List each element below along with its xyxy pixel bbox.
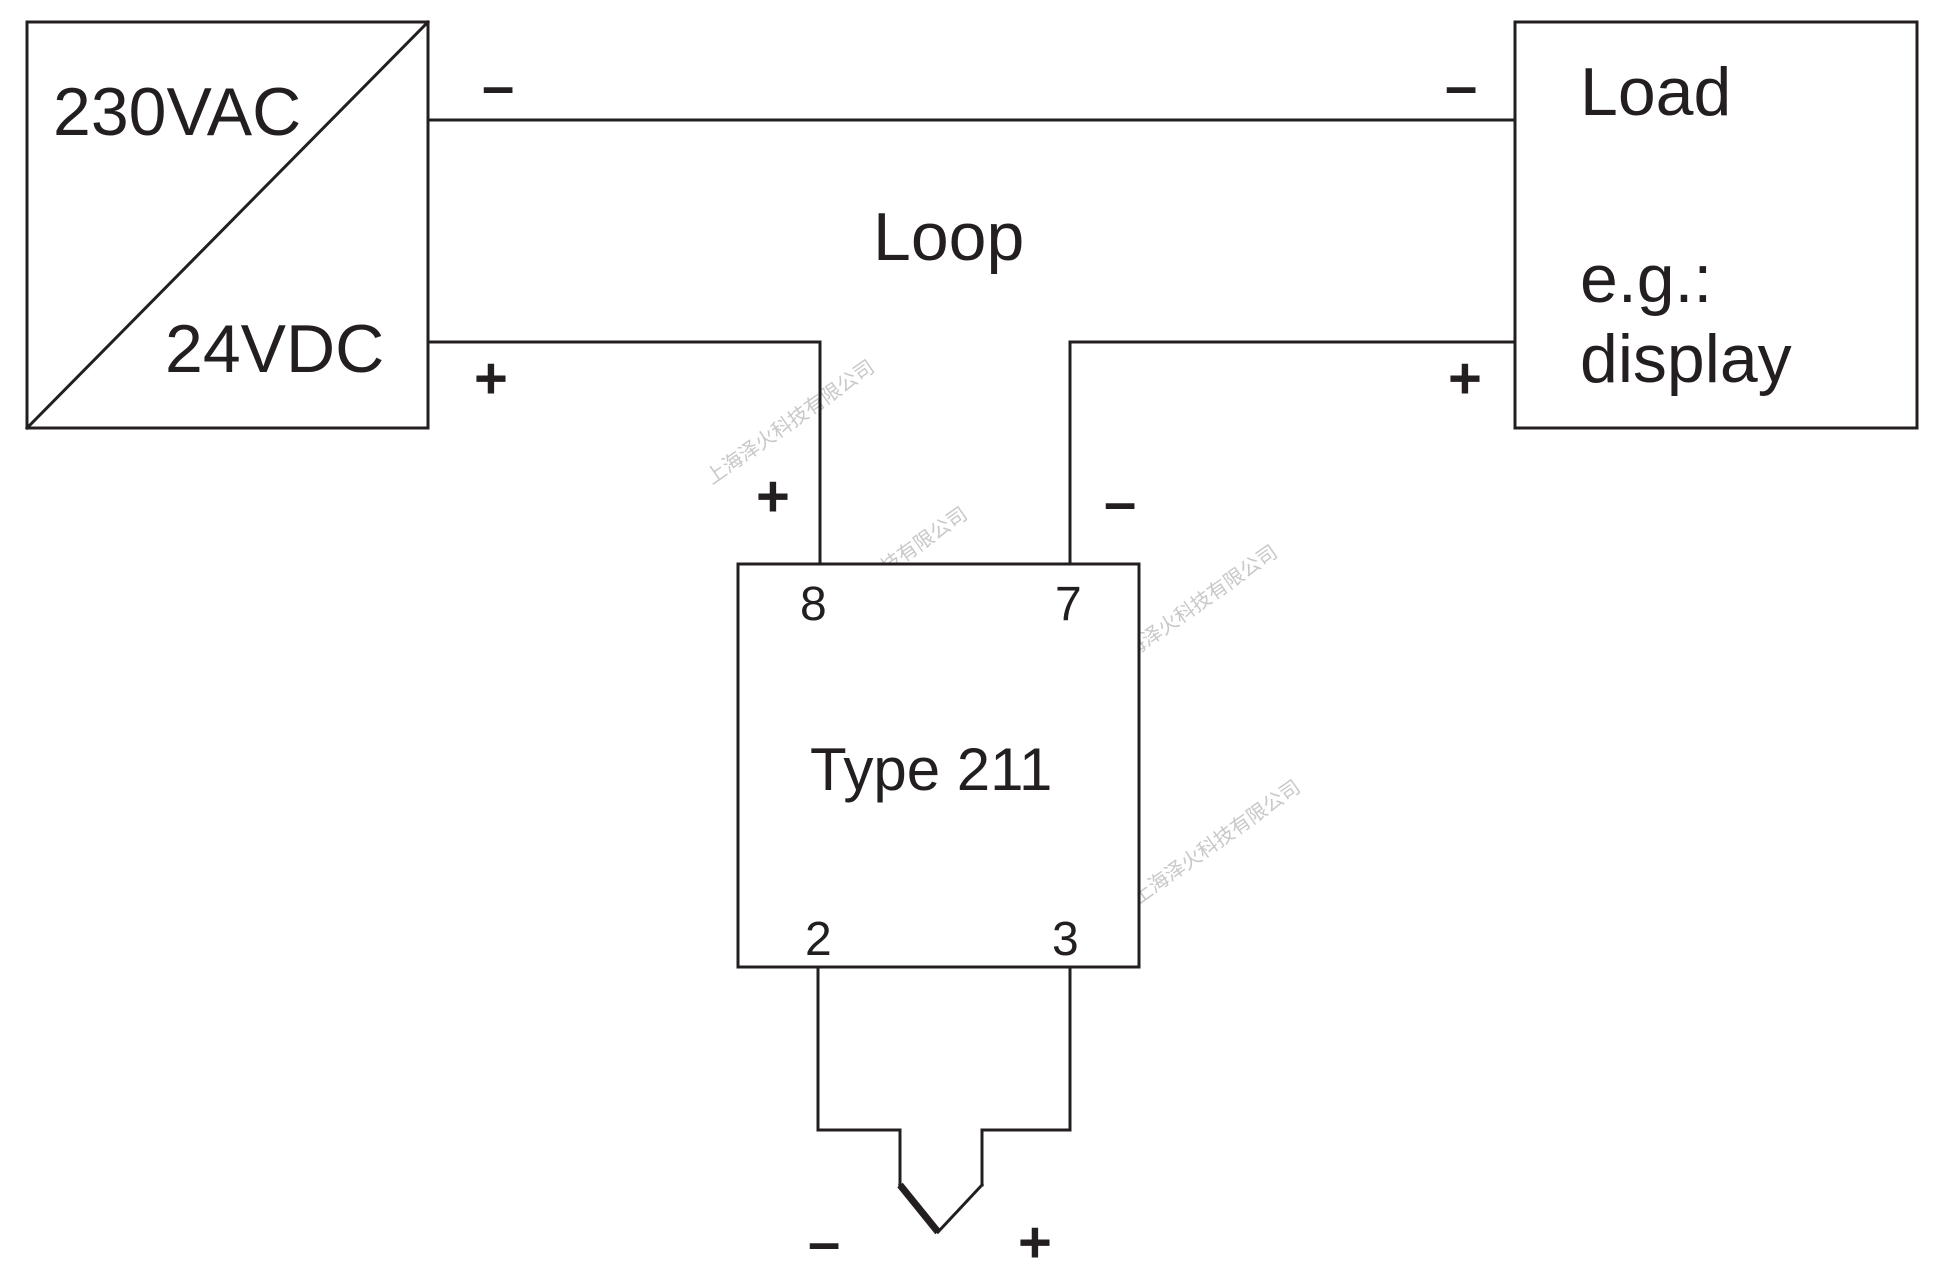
load-block: Load e.g.: display [1513,20,1919,430]
wire-terminal-3-to-sensor [980,965,1072,1187]
wire-positive-to-terminal-8 [426,340,822,566]
load-example-value: display [1580,321,1792,397]
thermocouple-junction [897,1182,985,1235]
terminal-3-label: 3 [1052,913,1079,966]
loop-label: Loop [873,199,1024,275]
thermocouple-leg-negative [897,1182,941,1235]
terminal-8-positive-sign: + [756,464,790,529]
watermark: 上海泽火科技有限公司 [701,355,879,489]
load-positive-sign: + [1448,346,1482,411]
sensor-negative-sign: – [808,1210,840,1275]
terminal-7-label: 7 [1055,578,1082,631]
transmitter-block: Type 211 8 7 2 3 [736,562,1141,969]
transmitter-label: Type 211 [810,736,1052,803]
transmitter-box [736,562,1141,969]
converter-negative-sign: – [482,54,514,119]
converter-input-label: 230VAC [53,74,301,150]
load-negative-sign: – [1445,54,1477,119]
converter-positive-sign: + [474,346,508,411]
terminal-8-label: 8 [800,578,827,631]
watermark: 上海泽火科技有限公司 [1127,775,1305,909]
terminal-7-negative-sign: – [1104,470,1136,535]
converter-output-label: 24VDC [165,311,384,387]
wire-terminal-7-to-load [1068,340,1517,566]
terminal-2-label: 2 [805,913,832,966]
wires [426,118,1517,1235]
converter-block: 230VAC 24VDC [24,19,431,431]
sensor-positive-sign: + [1018,1210,1052,1275]
load-box [1513,20,1919,430]
wire-terminal-2-to-sensor [816,965,902,1187]
converter-diagonal [24,19,431,431]
load-example-label: e.g.: [1580,241,1712,317]
polarity-marks: – – + + + – – + [474,54,1482,1275]
load-title: Load [1580,54,1731,130]
